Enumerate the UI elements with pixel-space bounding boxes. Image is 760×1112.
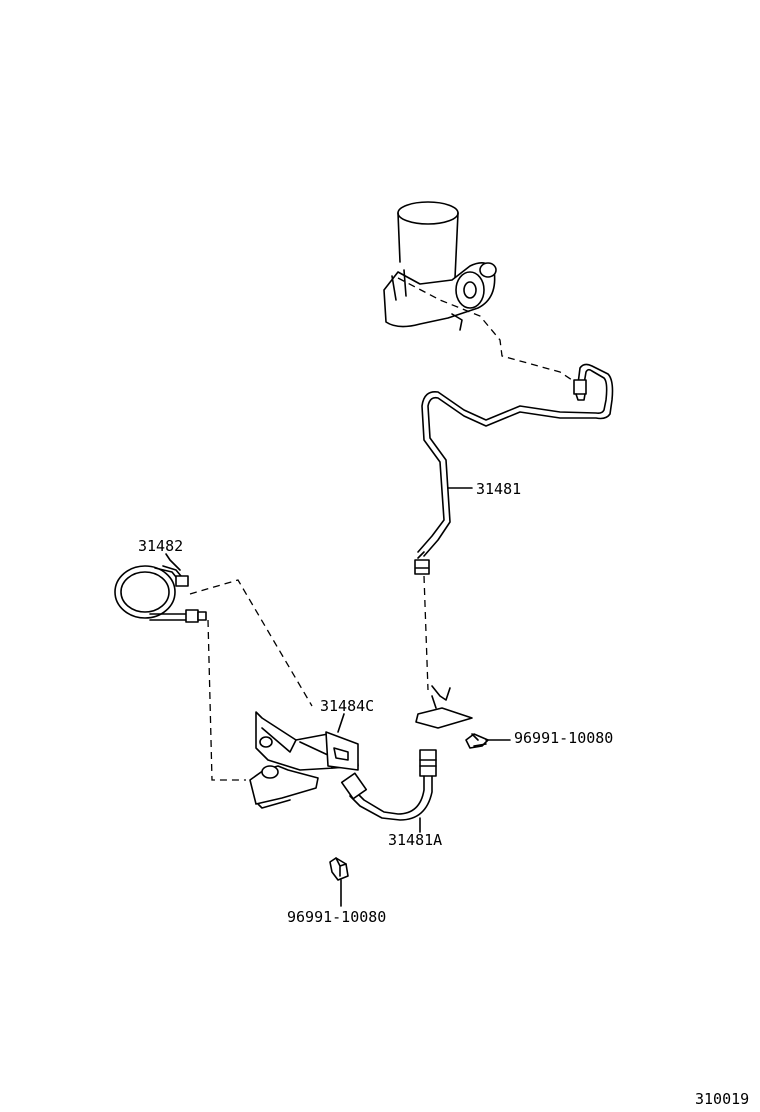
label-31482: 31482 xyxy=(138,537,183,555)
flex-hose-31481a[interactable] xyxy=(340,749,437,821)
label-31481a: 31481A xyxy=(388,831,442,849)
label-31484c: 31484C xyxy=(320,697,374,715)
figure-id: 310019 xyxy=(695,1090,749,1108)
label-clip-right: 96991-10080 xyxy=(514,729,613,747)
clutch-pipe-31482[interactable] xyxy=(114,565,207,623)
leader-31482 xyxy=(165,553,181,571)
master-cylinder[interactable] xyxy=(383,201,497,331)
release-cylinder[interactable] xyxy=(249,765,319,809)
clip-right[interactable] xyxy=(465,733,489,749)
clutch-line-31481[interactable] xyxy=(414,363,614,575)
hose-bracket[interactable] xyxy=(415,685,473,729)
label-31481: 31481 xyxy=(476,480,521,498)
bracket-31484c[interactable] xyxy=(255,711,359,771)
label-clip-bottom: 96991-10080 xyxy=(287,908,386,926)
clip-bottom[interactable] xyxy=(329,857,349,881)
leader-31484c xyxy=(337,713,345,733)
